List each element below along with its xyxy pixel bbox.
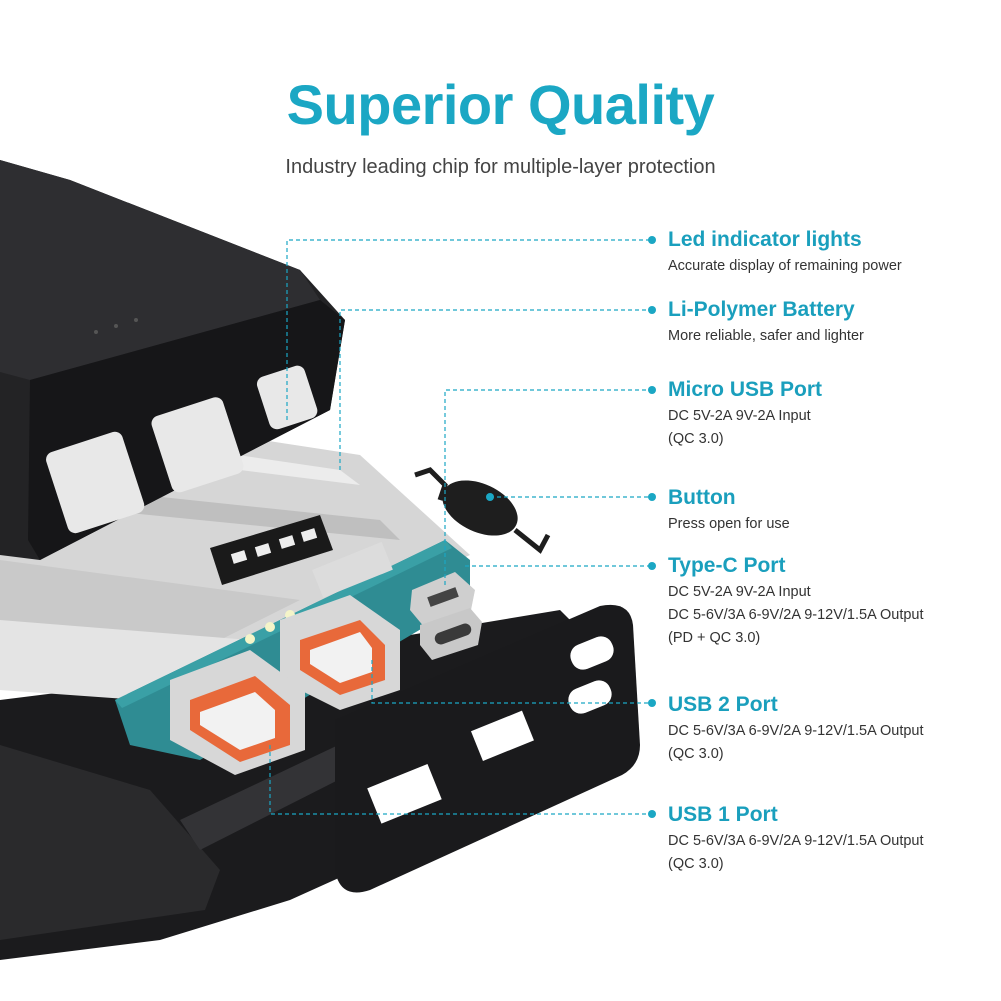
leader-endpoints xyxy=(486,236,656,818)
callout-title: Button xyxy=(668,486,736,509)
callout-desc-line: DC 5-6V/3A 6-9V/2A 9-12V/1.5A Output xyxy=(668,723,924,739)
page-subtitle: Industry leading chip for multiple-layer… xyxy=(285,156,716,178)
callout-desc-line: (QC 3.0) xyxy=(668,746,724,762)
callout-title: Led indicator lights xyxy=(668,228,862,251)
callout-desc-line: (QC 3.0) xyxy=(668,856,724,872)
leader-micro-usb xyxy=(444,389,652,585)
page-title: Superior Quality xyxy=(286,73,715,136)
callout-title: Li-Polymer Battery xyxy=(668,298,855,321)
endpoint-usb-1 xyxy=(648,810,656,818)
endpoint-button-origin xyxy=(486,493,494,501)
callout-desc-line: DC 5-6V/3A 6-9V/2A 9-12V/1.5A Output xyxy=(668,607,924,623)
leader-usb-2 xyxy=(371,660,652,704)
endpoint-battery xyxy=(648,306,656,314)
leader-battery xyxy=(339,309,652,470)
callout-desc-line: DC 5V-2A 9V-2A Input xyxy=(668,584,811,600)
callout-desc-line: More reliable, safer and lighter xyxy=(668,328,864,344)
callout-title: Micro USB Port xyxy=(668,378,823,401)
leader-lines xyxy=(269,239,652,815)
callout-usb-2: USB 2 Port DC 5-6V/3A 6-9V/2A 9-12V/1.5A… xyxy=(668,692,993,766)
leader-usb-1 xyxy=(269,745,652,815)
callout-desc-line: Accurate display of remaining power xyxy=(668,258,902,274)
endpoint-type-c xyxy=(648,562,656,570)
callout-type-c: Type-C Port DC 5V-2A 9V-2A Input DC 5-6V… xyxy=(668,553,993,650)
usb-1-port-component xyxy=(170,650,305,775)
end-cap xyxy=(335,604,640,893)
callout-title: Type-C Port xyxy=(668,554,786,577)
callout-desc-line: DC 5V-2A 9V-2A Input xyxy=(668,408,811,424)
callout-desc-line: (QC 3.0) xyxy=(668,431,724,447)
callout-desc-line: DC 5-6V/3A 6-9V/2A 9-12V/1.5A Output xyxy=(668,833,924,849)
callout-led-indicator: Led indicator lights Accurate display of… xyxy=(668,227,993,278)
callout-battery: Li-Polymer Battery More reliable, safer … xyxy=(668,297,993,348)
button-component xyxy=(414,467,551,554)
endpoint-usb-2 xyxy=(648,699,656,707)
callout-title: USB 1 Port xyxy=(668,803,778,826)
usb-2-port-component xyxy=(280,595,400,710)
endpoint-led-indicator xyxy=(648,236,656,244)
callout-micro-usb: Micro USB Port DC 5V-2A 9V-2A Input (QC … xyxy=(668,377,993,451)
endpoint-button xyxy=(648,493,656,501)
led-indicator-strip xyxy=(210,515,333,585)
callout-desc-line: Press open for use xyxy=(668,516,790,532)
endpoint-micro-usb xyxy=(648,386,656,394)
callout-button: Button Press open for use xyxy=(668,485,993,536)
type-c-port-component xyxy=(420,608,482,660)
callout-usb-1: USB 1 Port DC 5-6V/3A 6-9V/2A 9-12V/1.5A… xyxy=(668,802,993,876)
leader-led-indicator xyxy=(286,239,652,420)
callout-title: USB 2 Port xyxy=(668,693,778,716)
callout-desc-line: (PD + QC 3.0) xyxy=(668,630,761,646)
